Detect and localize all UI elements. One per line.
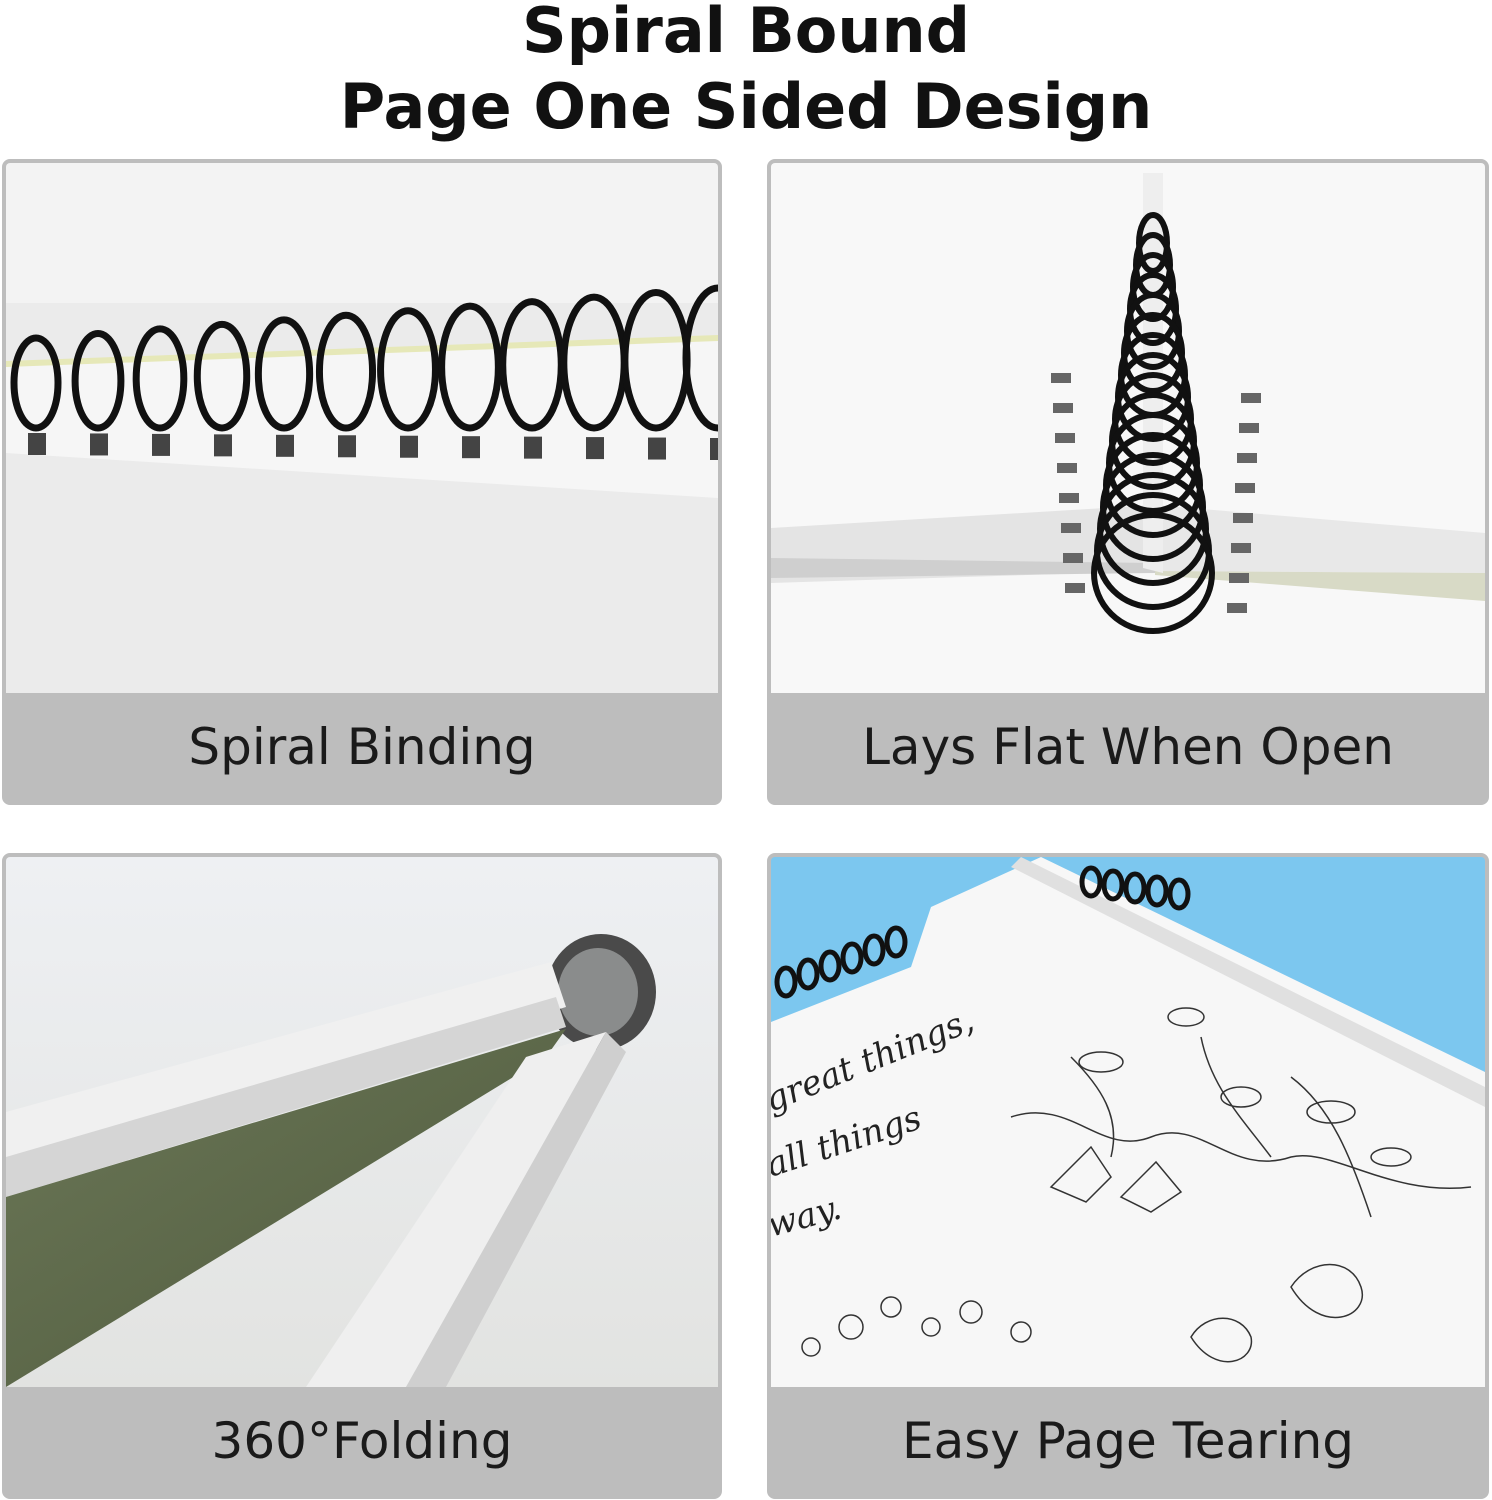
feature-card-360-folding: 360°Folding — [2, 853, 722, 1499]
feature-card-spiral-binding: Spiral Binding — [2, 159, 722, 805]
feature-caption: Spiral Binding — [6, 693, 718, 801]
lays-flat-photo — [771, 163, 1485, 693]
page-title-line-1: Spiral Bound — [521, 0, 971, 67]
feature-caption: Easy Page Tearing — [771, 1387, 1485, 1495]
feature-caption: Lays Flat When Open — [771, 693, 1485, 801]
easy-tearing-photo: great things, all things way. — [771, 857, 1485, 1387]
feature-card-easy-tearing: great things, all things way. Easy Page … — [767, 853, 1489, 1499]
feature-caption: 360°Folding — [6, 1387, 718, 1495]
floral-illustration — [801, 1007, 1472, 1363]
spiral-binding-photo — [6, 163, 718, 693]
folding-photo — [6, 857, 718, 1387]
feature-card-lays-flat: Lays Flat When Open — [767, 159, 1489, 805]
page-title-line-2: Page One Sided Design — [339, 70, 1153, 143]
